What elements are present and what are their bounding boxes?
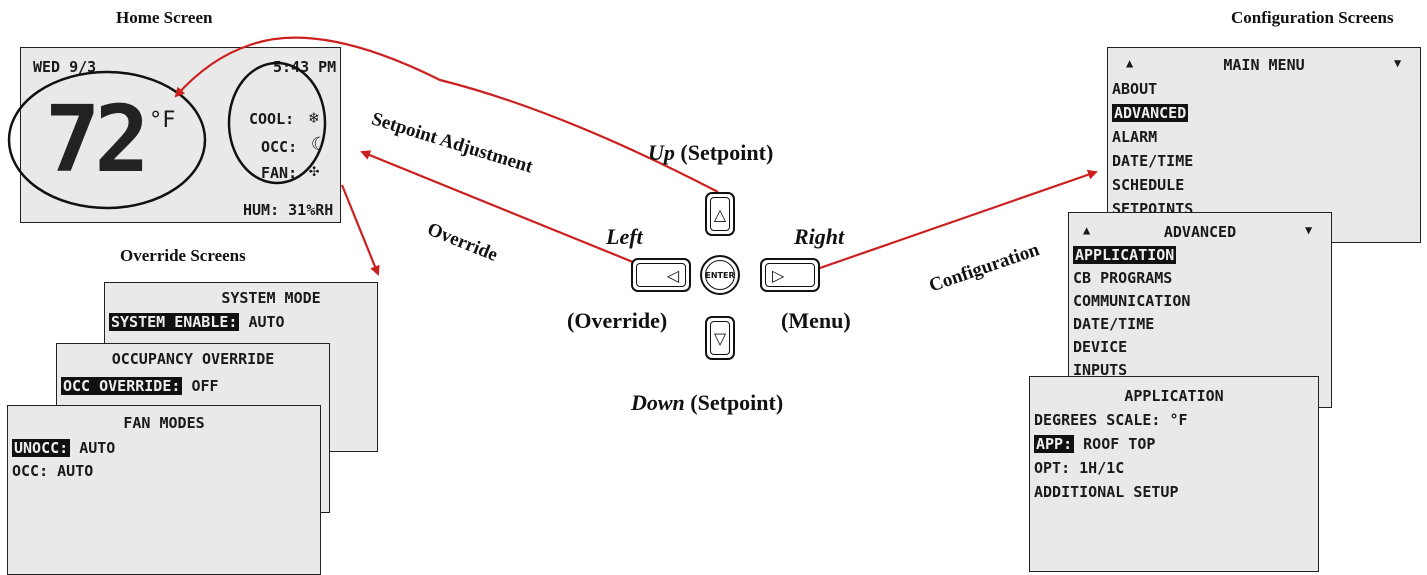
main-menu-screen: ▲ MAIN MENU ▼ ABOUT ADVANCED ALARM DATE/… xyxy=(1107,47,1421,243)
occ-override-label: OCC OVERRIDE: xyxy=(61,377,183,395)
advanced-item-cb-programs[interactable]: CB PROGRAMS xyxy=(1073,269,1173,287)
down-italic: Down xyxy=(631,390,685,415)
opt-row: OPT: 1H/1C xyxy=(1034,459,1125,477)
home-temperature: 72 xyxy=(45,86,150,193)
advanced-menu-screen: ▲ ADVANCED ▼ APPLICATION CB PROGRAMS COM… xyxy=(1068,212,1332,408)
system-enable-label: SYSTEM ENABLE: xyxy=(109,313,240,331)
moon-icon: ☾ xyxy=(311,134,322,155)
advanced-down-icon: ▼ xyxy=(1305,223,1313,237)
main-menu-up-icon: ▲ xyxy=(1126,56,1134,70)
down-label: Down (Setpoint) xyxy=(631,390,783,416)
menu-item-alarm[interactable]: ALARM xyxy=(1112,128,1158,146)
left-italic: Left xyxy=(606,224,643,249)
app-label: APP: xyxy=(1034,435,1075,453)
fan-icon: ✣ xyxy=(309,161,320,181)
degrees-scale-row: DEGREES SCALE: °F xyxy=(1034,411,1188,429)
main-menu-down-icon: ▼ xyxy=(1394,56,1402,70)
right-arrow-icon: ▷ xyxy=(765,263,815,287)
unocc-label: UNOCC: xyxy=(12,439,71,457)
up-arrow-icon: △ xyxy=(710,197,730,231)
unocc-value: AUTO xyxy=(79,439,116,457)
right-button[interactable]: ▷ xyxy=(760,258,820,292)
home-occ-label: OCC: xyxy=(261,138,298,156)
override-screens-title: Override Screens xyxy=(120,246,246,265)
occ-fan-row: OCC: AUTO xyxy=(12,462,94,480)
app-row: APP: ROOF TOP xyxy=(1034,435,1155,453)
up-label: Up (Setpoint) xyxy=(648,140,773,166)
occ-override-value: OFF xyxy=(191,377,219,395)
unocc-row: UNOCC: AUTO xyxy=(12,439,115,457)
advanced-item-application[interactable]: APPLICATION xyxy=(1073,246,1177,264)
additional-setup-row[interactable]: ADDITIONAL SETUP xyxy=(1034,483,1179,501)
home-humidity: HUM: 31%RH xyxy=(243,201,334,219)
up-button[interactable]: △ xyxy=(705,192,735,236)
enter-button[interactable]: ENTER xyxy=(700,255,740,295)
advanced-title: ADVANCED xyxy=(1163,223,1237,241)
snowflake-icon: ❄ xyxy=(309,108,319,127)
up-italic: Up xyxy=(648,140,675,165)
enter-label: ENTER xyxy=(705,260,735,290)
menu-item-about[interactable]: ABOUT xyxy=(1112,80,1158,98)
home-fan-label: FAN: xyxy=(261,164,298,182)
left-arrow-icon: ◁ xyxy=(636,263,686,287)
home-temp-unit: °F xyxy=(149,108,176,133)
system-enable-value: AUTO xyxy=(248,313,285,331)
menu-item-date-time[interactable]: DATE/TIME xyxy=(1112,152,1194,170)
advanced-item-inputs[interactable]: INPUTS xyxy=(1073,361,1128,379)
fan-modes-screen: FAN MODES UNOCC: AUTO OCC: AUTO xyxy=(7,405,321,575)
down-button[interactable]: ▽ xyxy=(705,316,735,360)
advanced-item-device[interactable]: DEVICE xyxy=(1073,338,1128,356)
override-screens-arrow xyxy=(340,184,380,276)
configuration-screens-title: Configuration Screens xyxy=(1231,8,1394,27)
left-button[interactable]: ◁ xyxy=(631,258,691,292)
right-label: Right xyxy=(794,224,844,250)
right-italic: Right xyxy=(794,224,845,249)
occupancy-override-title: OCCUPANCY OVERRIDE xyxy=(111,350,275,368)
application-screen: APPLICATION DEGREES SCALE: °F APP: ROOF … xyxy=(1029,376,1319,572)
main-menu-title: MAIN MENU xyxy=(1223,56,1305,74)
menu-sublabel: (Menu) xyxy=(781,308,851,333)
fan-modes-title: FAN MODES xyxy=(123,414,205,432)
application-title: APPLICATION xyxy=(1124,387,1224,405)
advanced-item-communication[interactable]: COMMUNICATION xyxy=(1073,292,1191,310)
up-setpoint: (Setpoint) xyxy=(680,140,774,165)
override-label: Override xyxy=(424,218,501,266)
home-screen: WED 9/3 5:43 PM 72 °F COOL: ❄ OCC: ☾ FAN… xyxy=(20,47,341,223)
app-value: ROOF TOP xyxy=(1083,435,1156,453)
system-mode-title: SYSTEM MODE xyxy=(221,289,321,307)
occ-override-row: OCC OVERRIDE: OFF xyxy=(61,377,219,395)
configuration-label: Configuration xyxy=(926,239,1043,297)
down-arrow-icon: ▽ xyxy=(710,321,730,355)
home-time: 5:43 PM xyxy=(273,58,337,76)
setpoint-adjustment-label: Setpoint Adjustment xyxy=(369,108,536,178)
left-label: Left xyxy=(606,224,643,250)
home-cool-label: COOL: xyxy=(249,110,295,128)
down-setpoint: (Setpoint) xyxy=(690,390,784,415)
menu-item-advanced[interactable]: ADVANCED xyxy=(1112,104,1189,122)
home-date: WED 9/3 xyxy=(33,58,97,76)
home-screen-title: Home Screen xyxy=(116,8,213,27)
override-sublabel: (Override) xyxy=(567,308,668,333)
system-enable-row: SYSTEM ENABLE: AUTO xyxy=(109,313,285,331)
advanced-item-date-time[interactable]: DATE/TIME xyxy=(1073,315,1155,333)
menu-item-schedule[interactable]: SCHEDULE xyxy=(1112,176,1185,194)
